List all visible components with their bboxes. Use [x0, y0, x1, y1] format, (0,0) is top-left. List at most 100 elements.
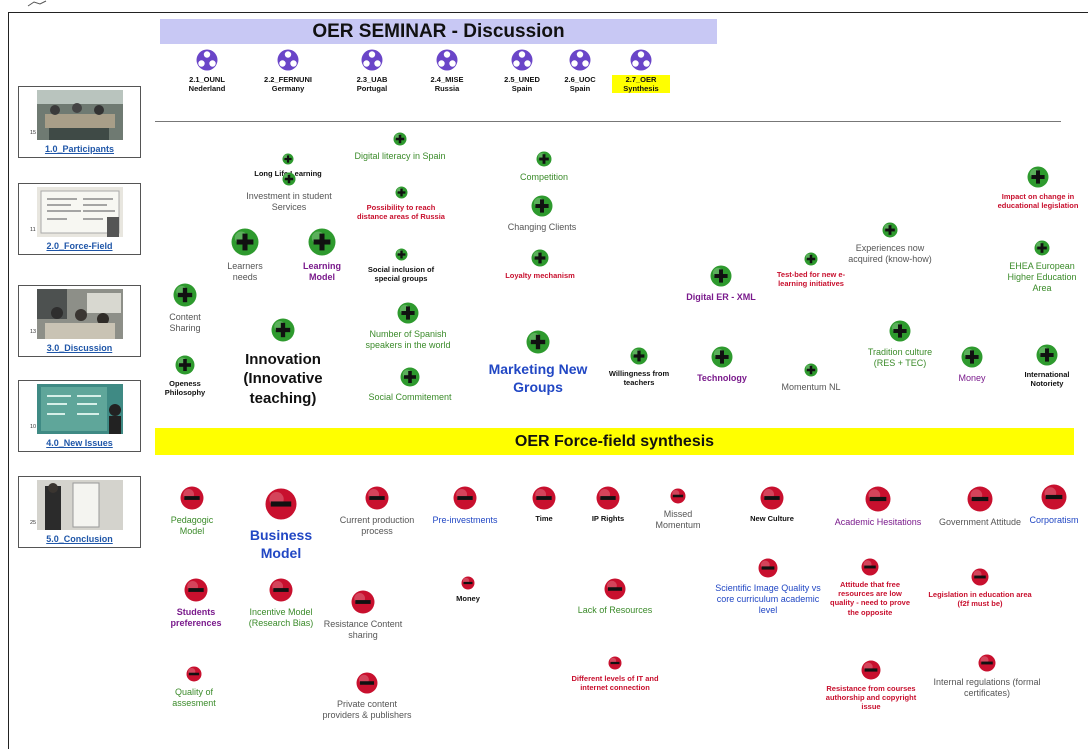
map-node-negative[interactable]: Lack of Resources — [568, 578, 662, 616]
map-node-positive[interactable]: Social inclusion of special groups — [356, 248, 446, 283]
map-node-positive[interactable]: Money — [940, 346, 1004, 384]
node-label: Money — [456, 594, 480, 604]
node-label: Time — [535, 514, 553, 524]
map-node-positive[interactable]: Digital literacy in Spain — [354, 132, 446, 162]
category-code: 2.4_MISE — [430, 75, 464, 84]
plus-circle-icon — [290, 228, 354, 259]
map-node-positive[interactable]: Number of Spanish speakers in the world — [352, 302, 464, 351]
category-place: Spain — [569, 84, 591, 93]
map-node-negative[interactable]: Money — [440, 576, 496, 603]
map-node-positive[interactable]: Innovation (Innovative teaching) — [228, 318, 338, 408]
map-node-negative[interactable]: Pedagogic Model — [160, 486, 224, 537]
thumbnail-image — [37, 187, 123, 237]
map-node-negative[interactable]: Different levels of IT and internet conn… — [560, 656, 670, 692]
category-code: 2.2_FERNUNI — [264, 75, 312, 84]
map-node-negative[interactable]: Resistance from courses authorship and c… — [816, 660, 926, 712]
map-node-negative[interactable]: Government Attitude — [930, 486, 1030, 528]
map-node-icon — [196, 49, 218, 71]
map-node-negative[interactable]: Private content providers & publishers — [320, 672, 414, 721]
plus-circle-icon — [157, 283, 213, 310]
map-node-positive[interactable]: Impact on change in educational legislat… — [993, 166, 1083, 210]
map-node-positive[interactable]: Competition — [500, 151, 588, 183]
map-node-positive[interactable]: Social Commitement — [352, 367, 468, 403]
map-node-negative[interactable]: Incentive Model (Research Bias) — [236, 578, 326, 629]
node-label: Content Sharing — [169, 311, 201, 333]
plus-circle-icon — [356, 248, 446, 263]
map-node-positive[interactable]: Learners needs — [218, 228, 272, 283]
map-node-negative[interactable]: Corporatism — [1018, 484, 1088, 526]
node-label: Legislation in education area (f2f must … — [928, 590, 1032, 609]
map-node-negative[interactable]: Current production process — [336, 486, 418, 537]
map-node-positive[interactable]: Changing Clients — [492, 195, 592, 233]
map-node-negative[interactable]: Business Model — [236, 488, 326, 563]
plus-circle-icon — [766, 363, 856, 380]
map-node-negative[interactable]: Students preferences — [156, 578, 236, 629]
node-label: Impact on change in educational legislat… — [997, 192, 1079, 211]
map-node-negative[interactable]: Resistance Content sharing — [322, 590, 404, 641]
map-node-negative[interactable]: Quality of assesment — [156, 666, 232, 709]
sidebar-item-label: 5.0_Conclusion — [46, 534, 113, 544]
map-node-positive[interactable]: Learning Model — [290, 228, 354, 283]
map-node-positive[interactable]: Possibility to reach distance areas of R… — [356, 186, 446, 221]
map-node-positive[interactable]: EHEA European Higher Education Area — [997, 240, 1087, 294]
map-node-positive[interactable]: Willingness from teachers — [598, 347, 680, 387]
map-node-positive[interactable]: Tradition culture (RES + TEC) — [860, 320, 940, 369]
map-node-negative[interactable]: Legislation in education area (f2f must … — [928, 568, 1032, 608]
plus-circle-icon — [354, 132, 446, 149]
node-label: Experiences now acquired (know-how) — [848, 242, 932, 264]
node-label: Incentive Model (Research Bias) — [248, 606, 314, 628]
map-node-negative[interactable]: Academic Hesitations — [828, 486, 928, 528]
node-label: Quality of assesment — [172, 686, 216, 708]
plus-circle-icon — [228, 318, 338, 348]
node-label: Current production process — [339, 514, 415, 536]
category-place: Portugal — [356, 84, 388, 93]
plus-circle-icon — [598, 347, 680, 367]
node-label: Digital literacy in Spain — [354, 150, 446, 161]
node-label: Government Attitude — [938, 516, 1022, 527]
map-node-negative[interactable]: Internal regulations (formal certificate… — [928, 654, 1046, 699]
map-node-negative[interactable]: Attitude that free resources are low qua… — [828, 558, 912, 617]
map-node-positive[interactable]: Momentum NL — [766, 363, 856, 393]
map-node-positive[interactable]: Technology — [682, 346, 762, 384]
map-node-positive[interactable]: Openess Philosophy — [157, 355, 213, 397]
map-node-positive[interactable]: Loyalty mechanism — [496, 249, 584, 280]
map-node-positive[interactable]: Content Sharing — [157, 283, 213, 334]
map-node-positive[interactable]: Investment in student Services — [234, 172, 344, 213]
node-label: Learning Model — [302, 260, 341, 282]
node-label: EHEA European Higher Education Area — [1007, 260, 1077, 293]
map-node-positive[interactable]: Marketing New Groups — [480, 330, 596, 397]
map-node-negative[interactable]: Missed Momentum — [644, 488, 712, 531]
node-label: Resistance Content sharing — [323, 618, 403, 640]
plus-circle-icon — [492, 195, 592, 220]
map-node-positive[interactable]: Test-bed for new e-learning initiatives — [766, 252, 856, 288]
map-node-negative[interactable]: Time — [524, 486, 564, 523]
node-label: Lack of Resources — [577, 604, 653, 615]
map-node-negative[interactable]: New Culture — [732, 486, 812, 523]
map-node-negative[interactable]: IP Rights — [580, 486, 636, 523]
map-node-negative[interactable]: Pre-investments — [410, 486, 520, 526]
category-place: Nederland — [188, 84, 226, 93]
map-node-negative[interactable]: Scientific Image Quality vs core curricu… — [712, 558, 824, 616]
node-label: Missed Momentum — [655, 508, 701, 530]
map-node-positive[interactable]: International Notoriety — [1012, 344, 1082, 388]
node-label: Scientific Image Quality vs core curricu… — [715, 582, 821, 615]
minus-circle-icon — [440, 576, 496, 592]
map-node-positive[interactable]: Digital ER - XML — [684, 265, 758, 303]
sidebar-item-label: 3.0_Discussion — [46, 343, 113, 353]
map-node-positive[interactable]: Experiences now acquired (know-how) — [845, 222, 935, 265]
plus-circle-icon — [997, 240, 1087, 259]
